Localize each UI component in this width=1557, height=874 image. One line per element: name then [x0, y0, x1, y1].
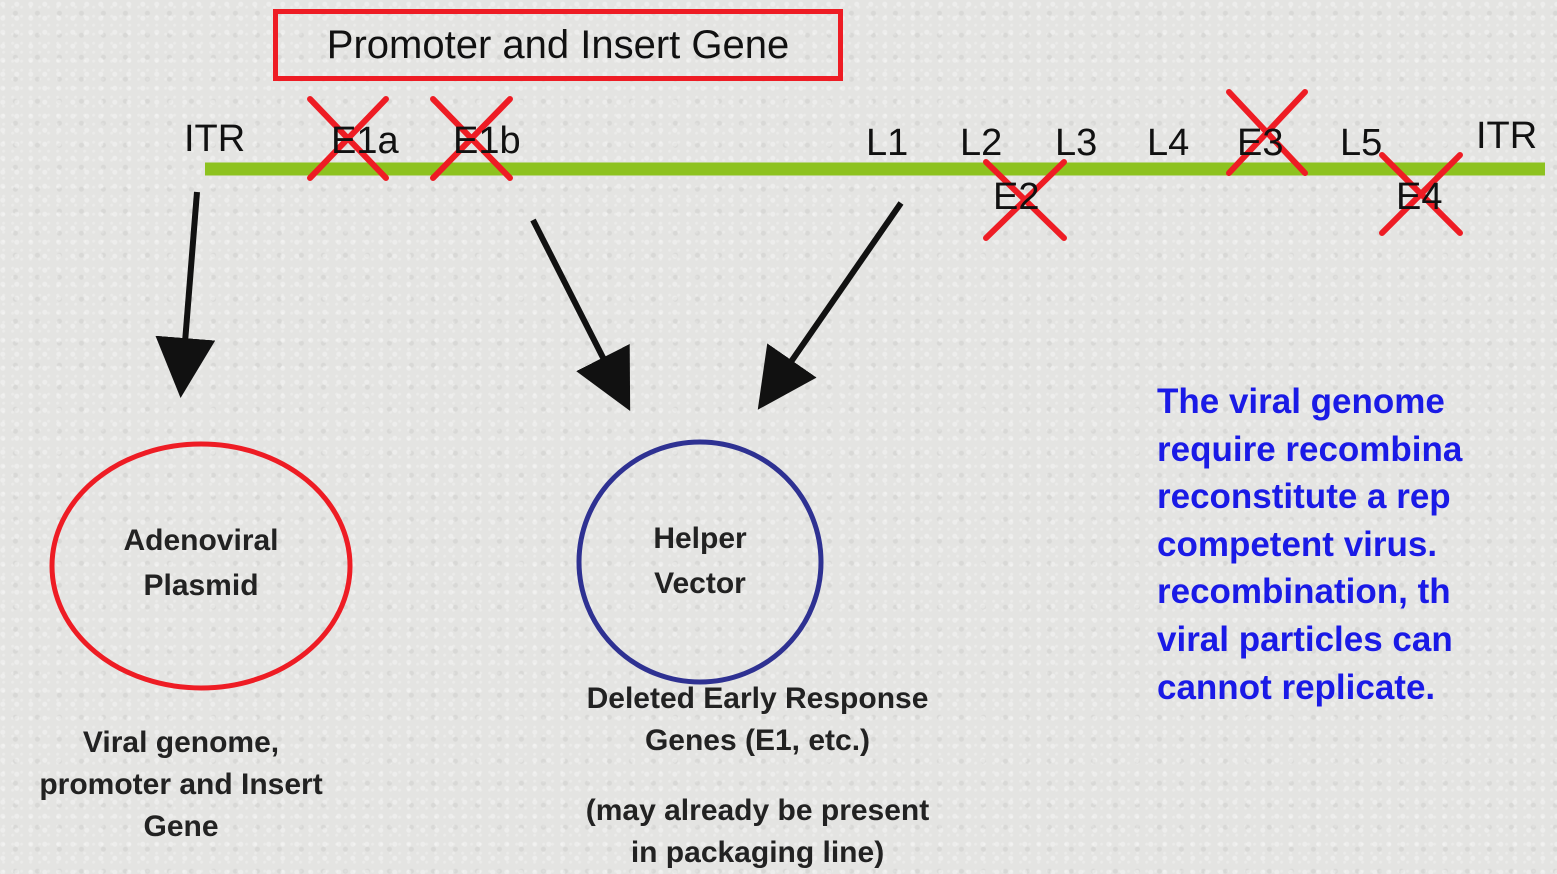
gene-label-l2: L2: [960, 122, 1003, 164]
helper-vector-caption: Deleted Early Response Genes (E1, etc.): [586, 682, 929, 757]
promoter-insert-gene-box: Promoter and Insert Gene: [273, 9, 843, 81]
gene-label-l1: L1: [866, 122, 909, 164]
deletion-cross-e3: [1226, 89, 1308, 176]
deletion-cross-e1b: [430, 96, 513, 181]
gene-label-e1a: E1a: [331, 120, 399, 162]
gene-label-itr-left: ITR: [184, 118, 246, 160]
gene-label-l5: L5: [1340, 122, 1383, 164]
deletion-cross-e2: [983, 159, 1067, 241]
gene-label-l4: L4: [1147, 122, 1190, 164]
promoter-insert-gene-label: Promoter and Insert Gene: [326, 22, 790, 67]
adenoviral-plasmid-label: Adenoviral Plasmid: [123, 524, 279, 602]
helper-vector-circle: [576, 439, 824, 685]
deletion-cross-e4: [1379, 152, 1463, 236]
adenoviral-plasmid-caption: Viral genome, promoter and Insert Gene: [39, 726, 323, 843]
arrow-e1b-to-helper: [530, 218, 631, 412]
adenoviral-plasmid-circle: [49, 441, 353, 691]
gene-label-l3: L3: [1055, 122, 1098, 164]
deletion-cross-e1a: [307, 96, 389, 181]
gene-label-itr-right: ITR: [1476, 115, 1538, 157]
arrow-l1-to-helper: [757, 201, 904, 410]
arrow-itr-to-plasmid: [155, 191, 216, 398]
helper-vector-note: (may already be present in packaging lin…: [585, 794, 930, 869]
explanation-text: The viral genome require recombina recon…: [1157, 382, 1463, 707]
gene-label-e4: E4: [1396, 176, 1443, 218]
gene-label-e1b: E1b: [453, 120, 521, 162]
gene-label-e2: E2: [993, 176, 1040, 218]
gene-label-e3: E3: [1237, 122, 1284, 164]
helper-vector-label: Helper Vector: [653, 522, 747, 600]
